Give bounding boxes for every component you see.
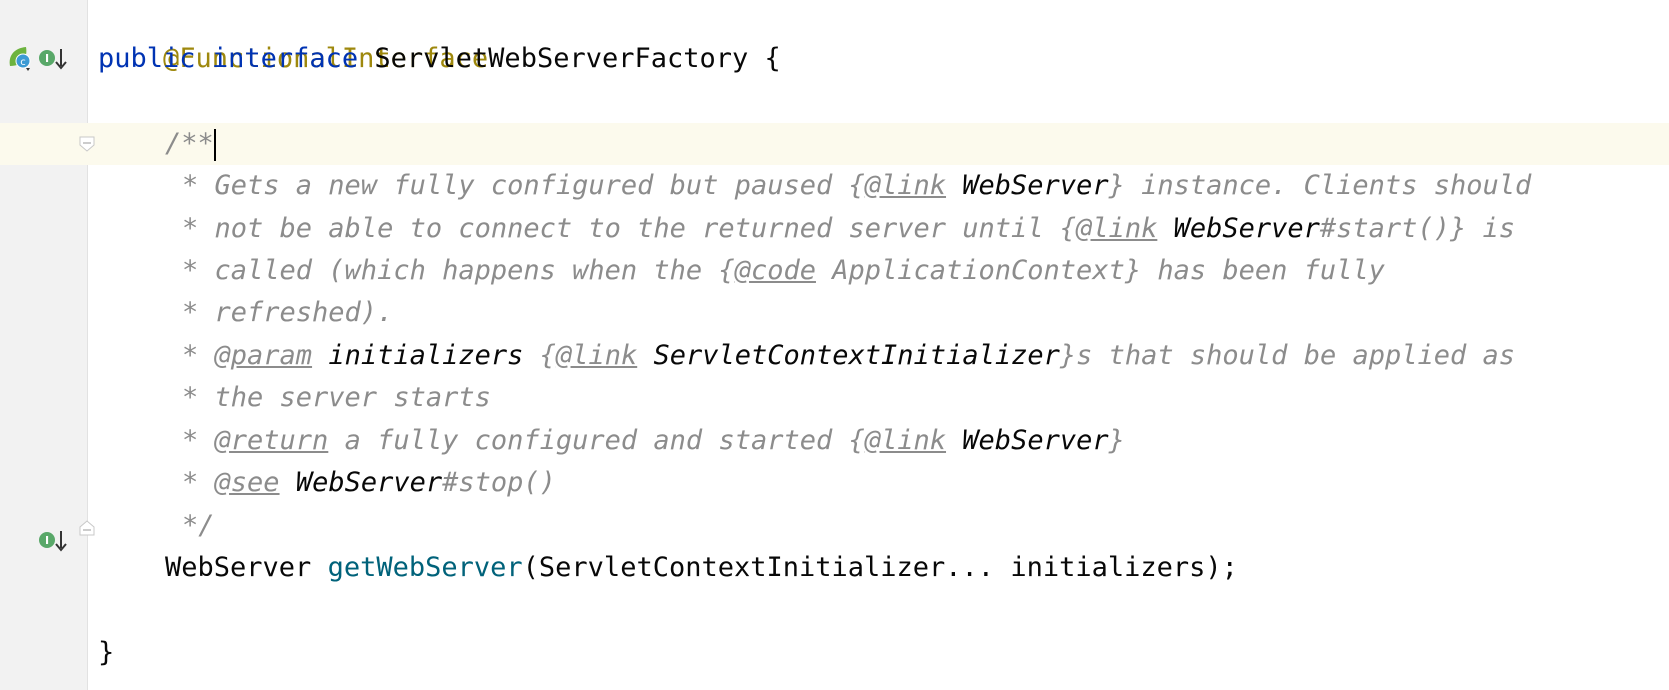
javadoc-tag-return: @return [214, 425, 329, 456]
implemented-interface-icon[interactable]: I [38, 46, 68, 72]
javadoc-text: a fully configured and started { [328, 425, 865, 456]
interface-name: ServletWebServerFactory [374, 43, 749, 74]
code-line-2[interactable]: public interface ServletWebServerFactory… [98, 38, 781, 80]
code-line-9[interactable]: * @param initializers {@link ServletCont… [182, 335, 1515, 377]
code-line-4[interactable]: /** [165, 123, 216, 165]
javadoc-text: * Gets a new fully configured but paused… [182, 170, 865, 201]
javadoc-text: } [1108, 425, 1125, 456]
javadoc-text: }s that should be applied as [1059, 340, 1516, 371]
fold-start-icon[interactable] [79, 136, 95, 152]
code-line-10[interactable]: * the server starts [182, 377, 491, 419]
javadoc-tag-link: @link [864, 425, 947, 456]
javadoc-text: * [182, 425, 215, 456]
code-line-7[interactable]: * called (which happens when the {@code … [182, 250, 1385, 292]
code-line-1[interactable]: @FunctionalInterface [98, 0, 488, 74]
svg-text:I: I [45, 52, 49, 65]
code-line-12[interactable]: * @see WebServer#stop() [182, 462, 556, 504]
javadoc-tag-link: @link [864, 170, 947, 201]
javadoc-ref-webserver[interactable]: WebServer [295, 467, 443, 498]
javadoc-tag-see: @see [214, 467, 280, 498]
javadoc-open: /** [165, 128, 214, 159]
editor-gutter[interactable] [0, 0, 88, 690]
code-line-14[interactable]: WebServer getWebServer(ServletContextIni… [165, 547, 1238, 589]
javadoc-tag-link: @link [555, 340, 638, 371]
javadoc-tag-param: @param [214, 340, 313, 371]
javadoc-text: * not be able to connect to the returned… [182, 213, 1077, 244]
javadoc-text: #stop() [442, 467, 556, 498]
javadoc-text [1157, 213, 1173, 244]
current-line-highlight [0, 123, 1669, 165]
javadoc-text: * refreshed). [182, 297, 394, 328]
javadoc-text: * the server starts [182, 382, 491, 413]
keyword-interface: interface [211, 43, 359, 74]
fold-end-icon[interactable] [79, 520, 95, 536]
javadoc-ref-webserver[interactable]: WebServer [962, 170, 1109, 201]
javadoc-text: * [182, 340, 215, 371]
javadoc-text [637, 340, 653, 371]
brace-close: } [98, 637, 115, 668]
code-line-6[interactable]: * not be able to connect to the returned… [182, 208, 1515, 250]
return-type-webserver[interactable]: WebServer [165, 552, 312, 583]
javadoc-text: } instance. Clients should [1108, 170, 1532, 201]
javadoc-text: * [182, 467, 215, 498]
javadoc-close: */ [182, 510, 215, 541]
javadoc-text: ApplicationContext} has been fully [815, 255, 1385, 286]
code-line-16[interactable]: } [98, 632, 114, 674]
svg-text:c: c [20, 57, 26, 68]
code-line-13[interactable]: */ [182, 505, 215, 547]
javadoc-ref-servlet-context-initializer[interactable]: ServletContextInitializer [653, 340, 1060, 371]
javadoc-text: * called (which happens when the { [182, 255, 735, 286]
javadoc-text [312, 340, 328, 371]
javadoc-param-initializers[interactable]: initializers [328, 340, 524, 371]
javadoc-tag-code: @code [734, 255, 816, 286]
keyword-public: public [98, 43, 196, 74]
javadoc-tag-link: @link [1076, 213, 1158, 244]
implemented-method-icon[interactable]: I [38, 528, 68, 554]
code-line-11[interactable]: * @return a fully configured and started… [182, 420, 1125, 462]
javadoc-text: { [523, 340, 556, 371]
javadoc-text [946, 170, 962, 201]
javadoc-ref-webserver[interactable]: WebServer [962, 425, 1109, 456]
annotation-functional-interface: @FunctionalInterface [163, 43, 489, 74]
code-line-8[interactable]: * refreshed). [182, 292, 393, 334]
method-get-web-server[interactable]: getWebServer [327, 552, 523, 583]
svg-text:I: I [45, 534, 49, 547]
javadoc-text [946, 425, 962, 456]
javadoc-ref-webserver[interactable]: WebServer [1173, 213, 1320, 244]
brace-open: { [764, 43, 781, 74]
text-caret [213, 128, 216, 161]
method-params: (ServletContextInitializer... initialize… [522, 552, 1238, 583]
code-line-5[interactable]: * Gets a new fully configured but paused… [182, 165, 1531, 207]
javadoc-text [280, 467, 296, 498]
javadoc-text: #start()} is [1319, 213, 1515, 244]
spring-bean-icon[interactable]: c [6, 44, 34, 72]
